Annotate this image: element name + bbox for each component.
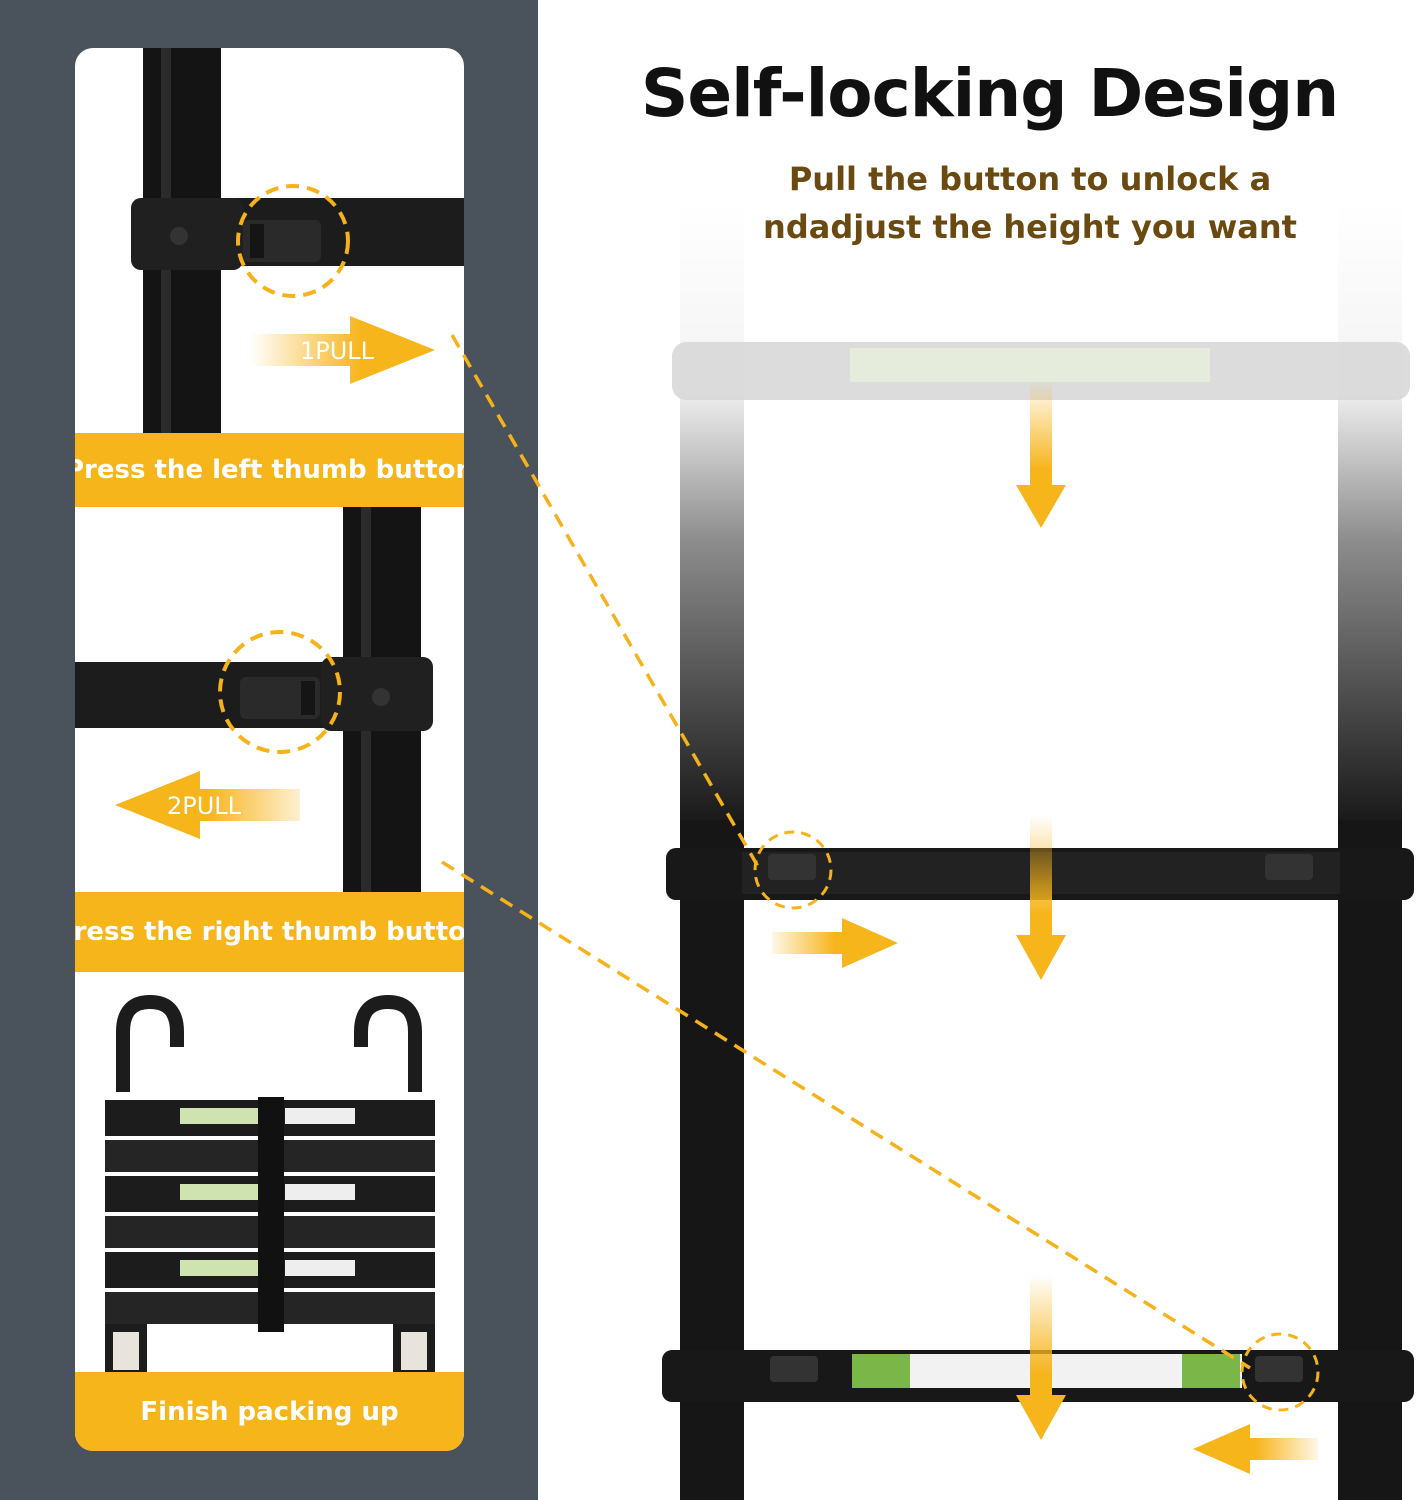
subtitle-line-1: Pull the button to unlock a — [788, 160, 1272, 198]
pull-arrow-left: 2PULL — [115, 771, 300, 839]
step3-caption: Finish packing up — [140, 1396, 399, 1427]
pull-label-1: 1PULL — [300, 337, 375, 365]
main-ladder-illustration — [662, 200, 1414, 1500]
step2-caption: Press the right thumb button — [75, 917, 464, 947]
folded-ladder-illustration — [105, 994, 435, 1372]
step2-illustration: 2PULL — [75, 507, 433, 892]
step1-caption-bar: Press the left thumb button — [75, 433, 464, 507]
highlight-circle-right-button — [218, 630, 342, 754]
subtitle: Pull the button to unlock a ndadjust the… — [600, 155, 1419, 251]
page-title: Self-locking Design — [640, 55, 1339, 132]
step1-illustration: 1PULL — [131, 48, 464, 433]
highlight-circle-left-button — [236, 184, 350, 298]
pull-label-2: 2PULL — [167, 792, 242, 820]
step1-caption: Press the left thumb button — [75, 455, 464, 485]
step2-caption-bar: Press the right thumb button — [75, 892, 464, 972]
pull-arrow-right: 1PULL — [250, 316, 435, 384]
step3-caption-bar: Finish packing up — [75, 1372, 464, 1451]
steps-card: 1PULL Press the left thumb button 2PULL … — [75, 48, 464, 1451]
subtitle-line-2: ndadjust the height you want — [763, 208, 1297, 246]
